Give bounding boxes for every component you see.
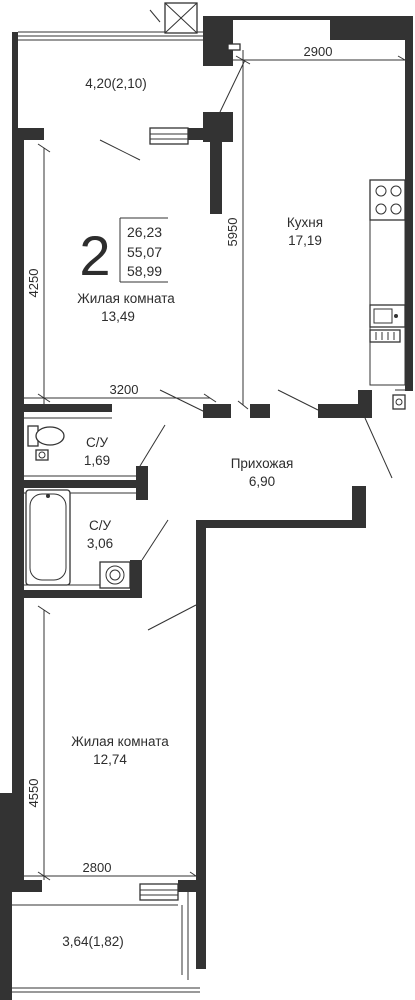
bath1-name: С/У	[86, 435, 109, 450]
balcony-bottom-area: 3,64(1,82)	[62, 934, 124, 949]
rooms-count: 2	[79, 224, 110, 287]
area-living: 26,23	[127, 224, 162, 240]
door-swing	[364, 417, 393, 479]
living2-name: Жилая комната	[71, 734, 169, 749]
window	[139, 883, 179, 901]
wall-segment	[318, 404, 370, 418]
wall-segment	[330, 16, 413, 40]
bath2-name: С/У	[89, 518, 112, 533]
dim-living1-height: 4250	[26, 269, 41, 298]
dim-kitchen-length: 5950	[225, 218, 240, 247]
wall-segment	[210, 130, 222, 214]
hallway-name: Прихожая	[231, 456, 294, 471]
window	[227, 43, 241, 51]
windows	[139, 43, 241, 901]
utility-box-icon	[392, 394, 406, 410]
wall-segment	[203, 404, 231, 418]
wall-segment	[12, 880, 42, 892]
walls	[0, 16, 413, 1000]
bathtub-icon	[25, 489, 71, 586]
wall-segment	[352, 486, 366, 520]
door-swing	[141, 519, 169, 561]
apartment-summary: 2 26,23 55,07 58,99	[79, 217, 168, 287]
wall-segment	[0, 793, 12, 1000]
kitchen-counter	[369, 219, 406, 386]
wall-segment	[12, 404, 112, 412]
wall-segment	[178, 880, 206, 892]
stove-icon	[369, 179, 406, 221]
door-swing	[219, 59, 246, 113]
dim-living2-width: 2800	[83, 860, 112, 875]
room-labels: 4,20(2,10) Жилая комната 13,49 Кухня 17,…	[62, 76, 323, 949]
fixtures	[25, 2, 406, 589]
living1-area: 13,49	[101, 309, 135, 324]
wall-segment	[130, 560, 142, 596]
door-swing	[139, 424, 166, 467]
dim-kitchen-width: 2900	[304, 44, 333, 59]
bath1-area: 1,69	[84, 453, 110, 468]
living1-name: Жилая комната	[77, 291, 175, 306]
dim-living2-height: 4550	[26, 779, 41, 808]
hallway-area: 6,90	[249, 474, 275, 489]
wall-segment	[358, 390, 372, 418]
doors	[99, 59, 393, 631]
toilet-icon	[27, 425, 65, 461]
living2-area: 12,74	[93, 752, 127, 767]
washing-machine-icon	[99, 561, 131, 589]
dimension-labels: 2900 5950 4250 3200 4550 2800	[26, 44, 332, 875]
wall-segment	[196, 524, 206, 969]
area-total-with-balcony: 58,99	[127, 263, 162, 279]
wall-segment	[203, 16, 233, 66]
dim-living1-width: 3200	[110, 382, 139, 397]
door-swing	[147, 604, 197, 631]
kitchen-sink-icon	[369, 304, 406, 343]
wall-segment	[405, 16, 413, 391]
kitchen-area: 17,19	[288, 233, 322, 248]
balcony-top-area: 4,20(2,10)	[85, 76, 147, 91]
wall-segment	[12, 590, 142, 598]
ac-unit-icon	[149, 2, 198, 34]
wall-segment	[12, 128, 24, 890]
window	[149, 127, 189, 145]
wall-segment	[250, 404, 270, 418]
wall-segment	[12, 480, 147, 488]
wall-segment	[12, 32, 18, 130]
wall-segment	[203, 16, 413, 20]
dimension-lines	[24, 50, 413, 881]
bath2-area: 3,06	[87, 536, 113, 551]
wall-segment	[196, 520, 366, 528]
door-swing	[277, 389, 319, 411]
thin-lines	[12, 31, 405, 993]
wall-segment	[136, 466, 148, 500]
area-total: 55,07	[127, 244, 162, 260]
door-swing	[99, 139, 141, 161]
door-swing	[159, 389, 206, 413]
kitchen-name: Кухня	[287, 215, 323, 230]
